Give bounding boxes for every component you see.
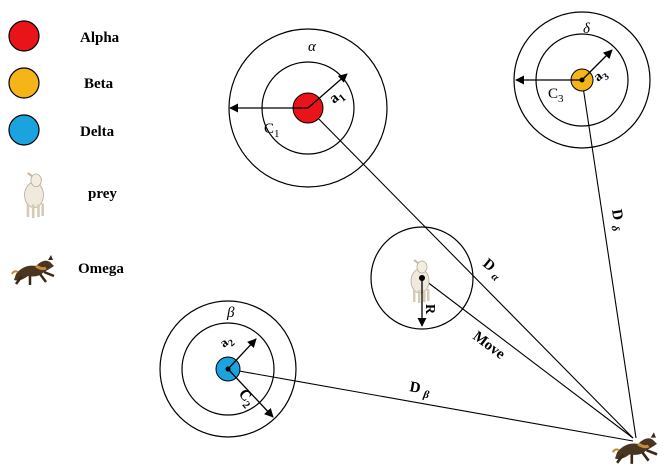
omega-legend-label: Omega: [78, 261, 124, 277]
beta-outer-ring: [159, 300, 297, 438]
move-line: [421, 277, 634, 439]
distance-lines: [227, 79, 637, 442]
beta-legend-marker: [8, 67, 40, 99]
delta-legend-marker: [8, 114, 40, 146]
alpha-legend-marker: [8, 20, 40, 52]
delta-a-arrow: [581, 49, 613, 81]
delta-outer-ring: [513, 11, 651, 149]
beta-a-arrow: [227, 338, 257, 370]
d-delta-line: [581, 79, 637, 439]
lamb-icon: [23, 171, 46, 220]
beta-greek-label: β: [226, 305, 235, 321]
prey-r-label: R: [422, 304, 437, 315]
beta-c-arrow: [227, 368, 274, 418]
prey-lamb-icon: [410, 259, 431, 304]
omega-wolf-icon: [611, 430, 659, 466]
alpha-greek-label: α: [308, 39, 317, 55]
d-alpha-label: Dα: [478, 256, 507, 285]
wolf-icon: [10, 253, 56, 287]
alpha-a-arrow: [307, 73, 348, 109]
d-delta-label: Dδ: [606, 208, 627, 232]
prey-legend-label: prey: [88, 186, 117, 202]
prey-ring: [370, 226, 474, 330]
delta-c-label: C3: [548, 86, 564, 105]
d-beta-label: Dβ: [408, 379, 432, 401]
delta-legend-label: Delta: [80, 124, 115, 140]
alpha-c-label: C1: [264, 121, 280, 140]
beta-c-label: C2: [233, 386, 258, 411]
legend: Alpha Beta Delta prey Omega: [8, 20, 124, 287]
alpha-legend-label: Alpha: [80, 30, 120, 46]
alpha-outer-ring: [228, 28, 388, 188]
alpha-group: α C1 a1: [228, 28, 388, 188]
d-beta-line: [227, 368, 634, 442]
delta-a-label: a3: [591, 66, 612, 88]
beta-group: β a2 C2: [159, 300, 297, 438]
delta-group: δ C3 a3: [513, 11, 651, 149]
d-alpha-line: [307, 107, 634, 439]
delta-greek-label: δ: [583, 21, 591, 37]
beta-inner-ring: [181, 322, 275, 416]
beta-a-label: a2: [216, 331, 237, 353]
prey-group: R Move: [370, 226, 509, 363]
beta-legend-label: Beta: [84, 76, 114, 92]
move-label: Move: [470, 328, 509, 363]
